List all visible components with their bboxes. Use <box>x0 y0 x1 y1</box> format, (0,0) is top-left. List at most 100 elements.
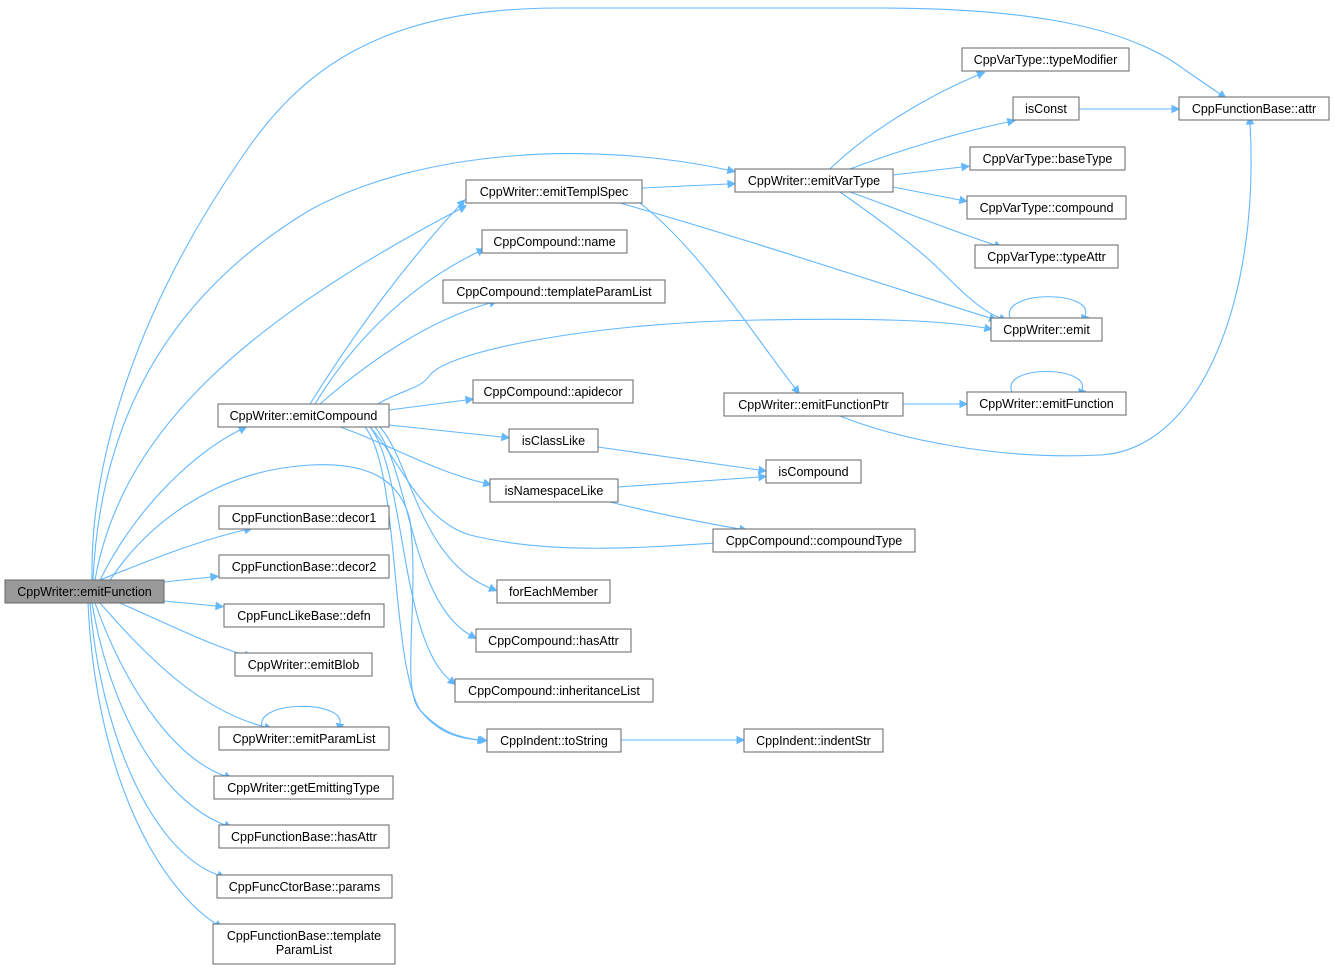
edge-line <box>163 600 217 607</box>
node-isNamespaceLike[interactable]: isNamespaceLike <box>489 478 619 503</box>
node-box[interactable] <box>216 874 393 899</box>
node-box[interactable] <box>218 554 390 579</box>
node-indentStr[interactable]: CppIndent::indentStr <box>743 728 884 753</box>
node-params[interactable]: CppFuncCtorBase::params <box>216 874 393 899</box>
node-box[interactable] <box>218 505 390 530</box>
node-apidecor[interactable]: CppCompound::apidecor <box>472 379 634 404</box>
edge-arrowhead <box>758 472 768 482</box>
node-emitFunction2[interactable]: CppWriter::emitFunction <box>966 391 1127 416</box>
node-label: CppWriter::emitTemplSpec <box>480 185 628 199</box>
node-cc_name[interactable]: CppCompound::name <box>481 229 628 254</box>
node-box[interactable] <box>990 317 1103 342</box>
node-box[interactable] <box>734 168 894 193</box>
node-label: CppIndent::indentStr <box>756 734 871 748</box>
node-box[interactable] <box>1012 96 1080 121</box>
edge-line <box>892 186 961 201</box>
node-box[interactable] <box>966 195 1127 220</box>
edge-arrowhead <box>736 735 746 745</box>
node-box[interactable] <box>217 403 390 428</box>
node-cc_templateParamList[interactable]: CppCompound::templateParamList <box>442 279 666 304</box>
node-box[interactable] <box>765 459 862 484</box>
node-typeAttr[interactable]: CppVarType::typeAttr <box>974 244 1119 269</box>
node-box[interactable] <box>974 244 1119 269</box>
node-box[interactable] <box>486 728 622 753</box>
node-box[interactable] <box>218 824 390 849</box>
node-isCompound[interactable]: isCompound <box>765 459 862 484</box>
edge-line <box>849 191 996 246</box>
node-label: ParamList <box>276 943 333 957</box>
node-compoundType[interactable]: CppCompound::compoundType <box>712 528 916 553</box>
node-label: CppVarType::baseType <box>983 152 1113 166</box>
node-fb_hasAttr[interactable]: CppFunctionBase::hasAttr <box>218 824 390 849</box>
node-box[interactable] <box>743 728 884 753</box>
node-attr[interactable]: CppFunctionBase::attr <box>1178 96 1330 121</box>
edge-arrowhead <box>479 735 489 745</box>
node-getEmittingType[interactable]: CppWriter::getEmittingType <box>213 775 394 800</box>
node-box[interactable] <box>1178 96 1330 121</box>
node-label: CppWriter::emit <box>1003 323 1090 337</box>
node-box[interactable] <box>496 579 611 604</box>
node-box[interactable] <box>723 392 904 417</box>
edge-emitTemplSpec-to-emitFunctionPtr <box>639 202 800 395</box>
edge-line <box>99 602 266 728</box>
edge-arrowhead <box>215 601 225 611</box>
edge-line <box>314 251 479 405</box>
node-inheritanceList[interactable]: CppCompound::inheritanceList <box>454 678 654 703</box>
edge-isConst-to-attr <box>1079 104 1181 114</box>
node-box[interactable] <box>481 229 628 254</box>
edge-line <box>99 429 241 581</box>
node-box[interactable] <box>442 279 666 304</box>
node-label: isCompound <box>778 465 848 479</box>
node-label: isNamespaceLike <box>505 484 604 498</box>
node-box[interactable] <box>508 428 599 453</box>
node-baseType[interactable]: CppVarType::baseType <box>969 146 1126 171</box>
edge-line <box>91 602 226 826</box>
node-isConst[interactable]: isConst <box>1012 96 1080 121</box>
node-box[interactable] <box>966 391 1127 416</box>
edge-toString-to-indentStr <box>621 735 746 745</box>
edge-emitFunction_root-to-fb_templateParamList <box>87 602 223 929</box>
node-box[interactable] <box>475 628 632 653</box>
edge-emitCompound-to-emit <box>377 318 994 405</box>
edge-isClassLike-to-isCompound <box>597 446 767 475</box>
node-defn[interactable]: CppFuncLikeBase::defn <box>223 603 385 628</box>
node-decor1[interactable]: CppFunctionBase::decor1 <box>218 505 390 530</box>
node-cc_hasAttr[interactable]: CppCompound::hasAttr <box>475 628 632 653</box>
node-emitFunctionPtr[interactable]: CppWriter::emitFunctionPtr <box>723 392 904 417</box>
node-forEachMember[interactable]: forEachMember <box>496 579 611 604</box>
edge-line <box>829 74 979 170</box>
node-box[interactable] <box>472 379 634 404</box>
edge-emitCompound-to-apidecor <box>388 395 474 411</box>
node-box[interactable] <box>489 478 619 503</box>
node-box[interactable] <box>454 678 654 703</box>
edge-arrowhead <box>757 465 767 475</box>
node-box[interactable] <box>234 652 373 677</box>
node-box[interactable] <box>961 47 1130 72</box>
node-isClassLike[interactable]: isClassLike <box>508 428 599 453</box>
node-emitParamList[interactable]: CppWriter::emitParamList <box>218 726 390 751</box>
node-emitTemplSpec[interactable]: CppWriter::emitTemplSpec <box>465 179 643 204</box>
node-label: CppWriter::emitFunction <box>979 397 1114 411</box>
node-vt_compound[interactable]: CppVarType::compound <box>966 195 1127 220</box>
edge-emitCompound-to-cc_hasAttr <box>374 426 477 640</box>
node-fb_templateParamList[interactable]: CppFunctionBase::templateParamList <box>212 923 396 965</box>
node-emit[interactable]: CppWriter::emit <box>990 317 1103 342</box>
node-label: CppWriter::emitParamList <box>233 732 376 746</box>
node-emitCompound[interactable]: CppWriter::emitCompound <box>217 403 390 428</box>
node-box[interactable] <box>969 146 1126 171</box>
edge-arrowhead <box>446 676 457 686</box>
node-box[interactable] <box>218 726 390 751</box>
node-toString[interactable]: CppIndent::toString <box>486 728 622 753</box>
node-box[interactable] <box>4 579 165 604</box>
edge-line <box>597 446 760 471</box>
node-emitVarType[interactable]: CppWriter::emitVarType <box>734 168 894 193</box>
node-box[interactable] <box>213 775 394 800</box>
node-typeModifier[interactable]: CppVarType::typeModifier <box>961 47 1130 72</box>
node-decor2[interactable]: CppFunctionBase::decor2 <box>218 554 390 579</box>
node-box[interactable] <box>223 603 385 628</box>
node-box[interactable] <box>712 528 916 553</box>
node-box[interactable] <box>465 179 643 204</box>
node-emitFunction_root[interactable]: CppWriter::emitFunction <box>4 579 165 604</box>
node-emitBlob[interactable]: CppWriter::emitBlob <box>234 652 373 677</box>
node-box[interactable] <box>212 923 396 965</box>
